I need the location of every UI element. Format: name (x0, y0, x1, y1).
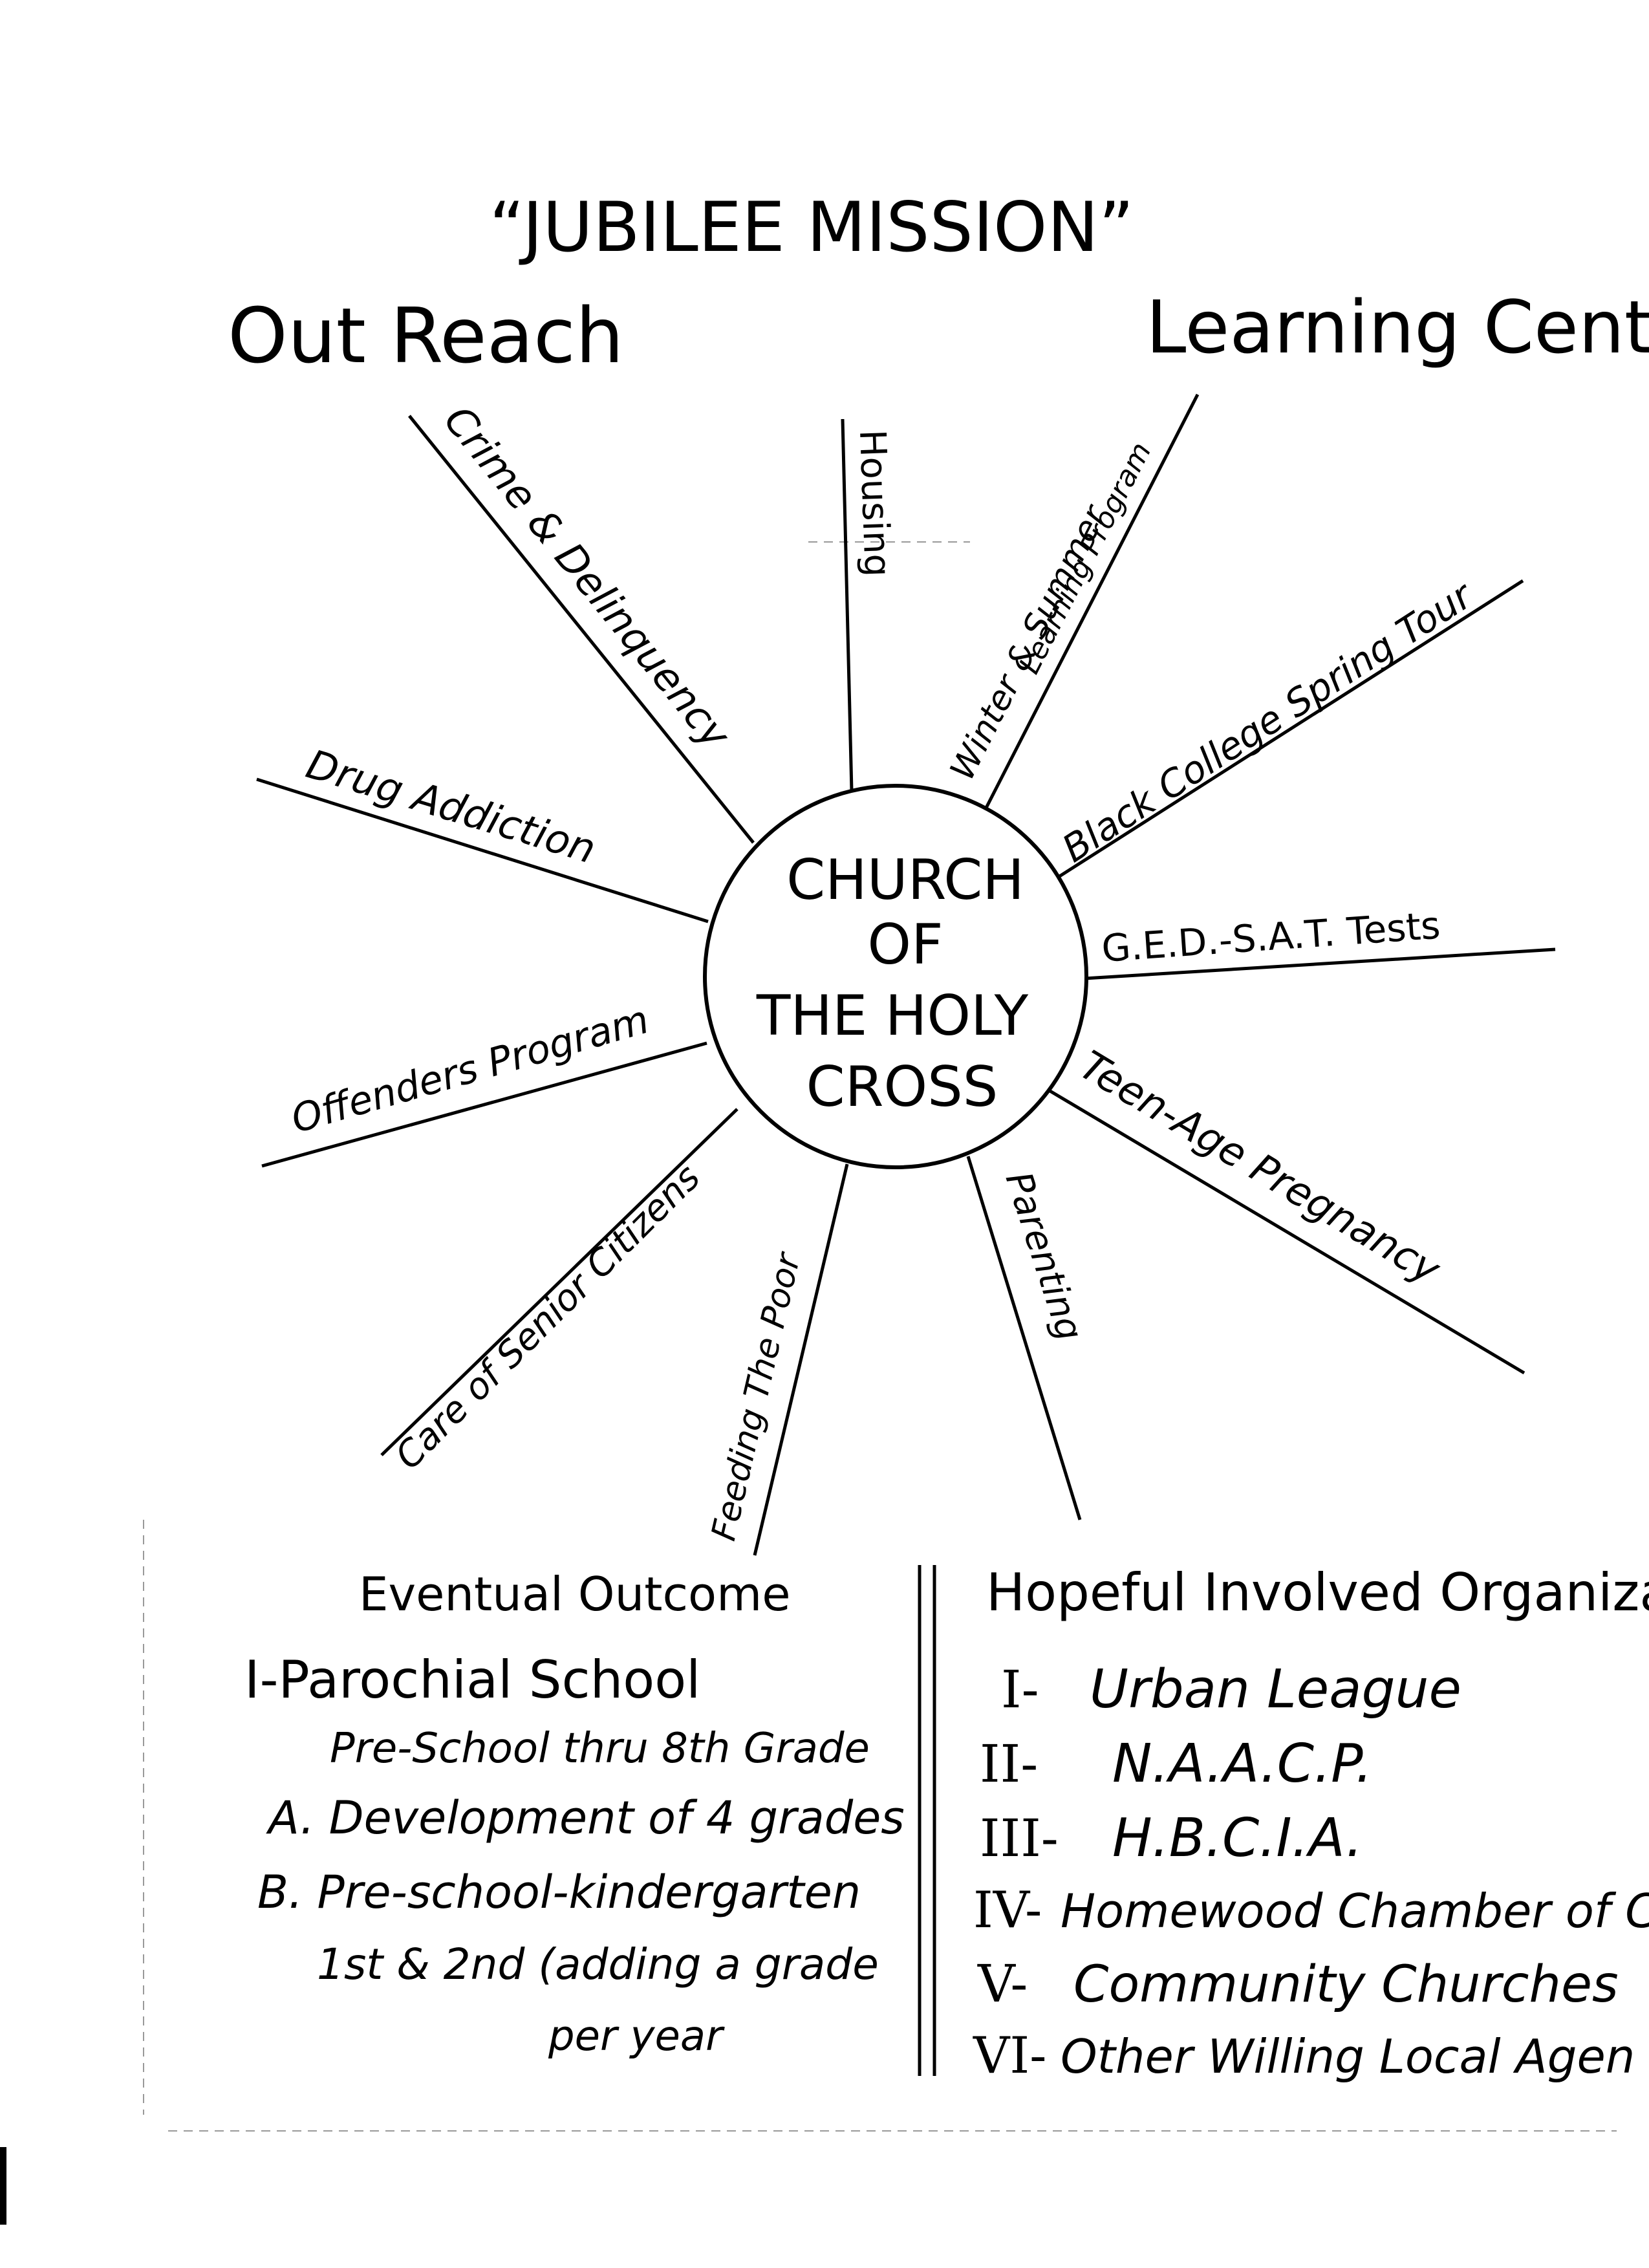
spoke-black-college (1038, 579, 1524, 891)
spoke-senior-citizens (380, 1108, 738, 1456)
outcome-item-b-cont-1: 1st & 2nd (adding a grade (317, 1939, 879, 1989)
spoke-teen-pregnancy (1044, 1086, 1525, 1375)
spoke-crime (408, 415, 755, 844)
org-name-2: N.A.A.C.P. (1112, 1733, 1372, 1795)
spoke-offenders (261, 1041, 707, 1168)
hub-circle (703, 784, 1088, 1169)
section-divider (918, 1565, 936, 2076)
spoke-ged-sat (1084, 947, 1556, 980)
outcome-item-1-sub: Pre-School thru 8th Grade (330, 1725, 870, 1773)
org-name-4: Homewood Chamber of Con (1061, 1884, 1649, 1938)
spoke-feeding-poor (753, 1163, 849, 1556)
outreach-heading: Out Reach (228, 291, 624, 380)
diagram-title: “JUBILEE MISSION” (489, 188, 1134, 267)
outcome-item-b: B. Pre-school-kindergarten (257, 1866, 861, 1919)
label-crime-delinquency: Crime & Delinquency (435, 396, 740, 758)
learning-center-heading: Learning Center (1146, 286, 1649, 370)
eventual-outcome-section: Eventual Outcome I-Parochial School Pre-… (244, 1567, 905, 2060)
label-black-college-spring-tour: Black College Spring Tour (1055, 572, 1482, 871)
organizations-section: Hopeful Involved Organiza I- Urban Leagu… (973, 1562, 1649, 2085)
spoke-parenting (966, 1156, 1082, 1520)
org-name-3: H.B.C.I.A. (1112, 1808, 1363, 1869)
spoke-winter-summer (982, 393, 1200, 813)
label-parenting: Parenting (997, 1167, 1091, 1345)
org-name-6: Other Willing Local Agen (1061, 2029, 1635, 2084)
org-name-5: Community Churches (1073, 1956, 1619, 2014)
organizations-heading: Hopeful Involved Organiza (986, 1562, 1649, 1623)
label-learning-program: Learning Program (1013, 437, 1158, 679)
spoke-drug-addiction (256, 777, 709, 923)
label-housing: Housing (851, 429, 898, 578)
spoke-lines (256, 393, 1556, 1556)
org-numeral-4: IV- (973, 1881, 1042, 1939)
outcome-item-1: I-Parochial School (244, 1650, 700, 1710)
scan-artifacts (143, 541, 1617, 2132)
org-name-1: Urban League (1090, 1659, 1461, 1720)
org-numeral-5: V- (977, 1954, 1028, 2014)
org-numeral-1: I- (1001, 1659, 1039, 1720)
label-teen-age-pregnancy: Teen-Age Pregnancy (1072, 1041, 1449, 1294)
org-numeral-6: VI- (973, 2027, 1047, 2085)
label-offenders-program: Offenders Program (286, 997, 654, 1143)
label-care-of-senior-citizens: Care of Senior Citizens (387, 1156, 709, 1478)
org-numeral-3: III- (980, 1808, 1059, 1868)
hub-line-2: OF (867, 913, 943, 977)
outcome-item-b-cont-2: per year (548, 2013, 725, 2060)
hub-label: CHURCH OF THE HOLY CROSS (756, 848, 1029, 1119)
scan-edge-mark (0, 2147, 6, 2225)
outcome-heading: Eventual Outcome (359, 1567, 791, 1621)
spoke-housing (841, 418, 854, 792)
hub-line-1: CHURCH (786, 848, 1024, 913)
outcome-item-a: A. Development of 4 grades (266, 1791, 905, 1844)
hub-line-4: CROSS (806, 1055, 998, 1119)
hub-line-3: THE HOLY (756, 984, 1029, 1048)
org-numeral-2: II- (980, 1734, 1038, 1794)
